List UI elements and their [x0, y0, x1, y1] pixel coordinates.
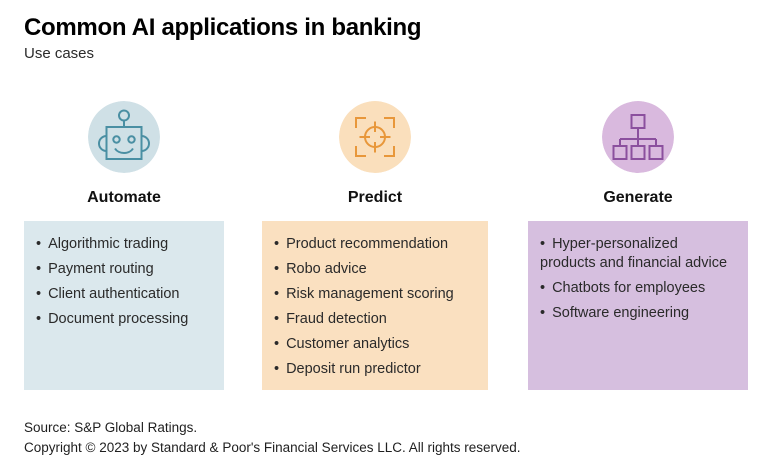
- list-item: Document processing: [36, 310, 212, 329]
- list-item-label: Deposit run predictor: [286, 361, 421, 377]
- list-item-label: Hyper-personalized products and financia…: [540, 236, 728, 271]
- list-item: Hyper-personalized products and financia…: [540, 235, 736, 273]
- list-item: Payment routing: [36, 260, 212, 279]
- icon-wrap-predict: [262, 100, 488, 174]
- bullet-marker: [36, 311, 48, 327]
- list-item: Product recommendation: [274, 235, 476, 254]
- column-automate: Automate Algorithmic trading Payment rou…: [24, 100, 224, 390]
- footer: Source: S&P Global Ratings. Copyright © …: [24, 418, 744, 458]
- list-item-label: Chatbots for employees: [552, 280, 706, 296]
- list-item: Chatbots for employees: [540, 279, 736, 298]
- list-item-label: Customer analytics: [286, 336, 410, 352]
- bullet-marker: [274, 261, 286, 277]
- list-item-label: Document processing: [48, 311, 189, 327]
- list-item-label: Client authentication: [48, 286, 180, 302]
- robot-head-icon: [88, 101, 160, 173]
- panel-predict: Product recommendation Robo advice Risk …: [262, 221, 488, 390]
- column-heading-predict: Predict: [347, 189, 403, 206]
- bullet-marker: [36, 261, 48, 277]
- list-item: Customer analytics: [274, 335, 476, 354]
- panel-generate: Hyper-personalized products and financia…: [528, 221, 748, 390]
- hierarchy-tree-icon: [602, 101, 674, 173]
- list-item: Deposit run predictor: [274, 360, 476, 379]
- list-item: Fraud detection: [274, 310, 476, 329]
- bullet-marker: [274, 336, 286, 352]
- list-item: Software engineering: [540, 304, 736, 323]
- bullet-marker: [36, 286, 48, 302]
- list-item-label: Risk management scoring: [286, 286, 454, 302]
- bullet-marker: [274, 311, 286, 327]
- list-item-label: Robo advice: [286, 261, 367, 277]
- column-generate: Generate Hyper-personalized products and…: [528, 100, 748, 390]
- bullet-list-generate: Hyper-personalized products and financia…: [540, 235, 736, 323]
- page-subtitle: Use cases: [24, 45, 95, 62]
- bullet-list-automate: Algorithmic trading Payment routing Clie…: [36, 235, 212, 329]
- list-item-label: Product recommendation: [286, 236, 449, 252]
- column-heading-generate: Generate: [603, 189, 673, 206]
- list-item-label: Algorithmic trading: [48, 236, 169, 252]
- column-predict: Predict Product recommendation Robo advi…: [262, 100, 488, 390]
- bullet-marker: [274, 361, 286, 377]
- source-line: Source: S&P Global Ratings.: [24, 420, 198, 435]
- icon-wrap-automate: [24, 100, 224, 174]
- bullet-marker: [540, 280, 552, 296]
- copyright-line: Copyright © 2023 by Standard & Poor's Fi…: [24, 440, 521, 455]
- icon-wrap-generate: [528, 100, 748, 174]
- page-title: Common AI applications in banking: [24, 14, 422, 41]
- list-item: Client authentication: [36, 285, 212, 304]
- list-item-label: Software engineering: [552, 305, 690, 321]
- bullet-list-predict: Product recommendation Robo advice Risk …: [274, 235, 476, 379]
- bullet-marker: [540, 305, 552, 321]
- bullet-marker: [274, 286, 286, 302]
- bullet-marker: [36, 236, 48, 252]
- list-item: Algorithmic trading: [36, 235, 212, 254]
- target-crosshair-icon: [339, 101, 411, 173]
- list-item-label: Payment routing: [48, 261, 154, 277]
- header: Common AI applications in banking Use ca…: [24, 14, 744, 63]
- list-item-label: Fraud detection: [286, 311, 387, 327]
- list-item: Robo advice: [274, 260, 476, 279]
- bullet-marker: [274, 236, 286, 252]
- list-item: Risk management scoring: [274, 285, 476, 304]
- columns-container: Automate Algorithmic trading Payment rou…: [0, 100, 770, 400]
- column-heading-automate: Automate: [87, 189, 161, 206]
- bullet-marker: [540, 236, 552, 252]
- panel-automate: Algorithmic trading Payment routing Clie…: [24, 221, 224, 390]
